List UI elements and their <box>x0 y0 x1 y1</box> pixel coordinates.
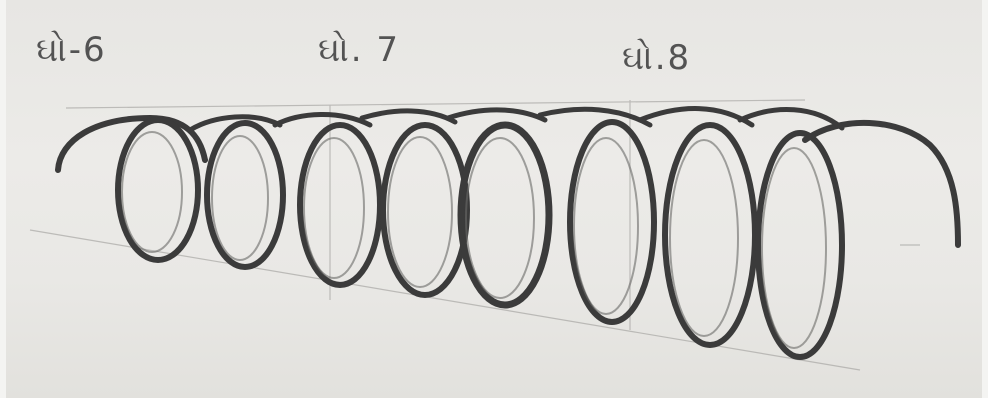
coil-link-6 <box>640 109 752 125</box>
coil-loops <box>58 109 958 357</box>
coil-loop-8 <box>758 133 842 357</box>
coil-loop-3 <box>300 125 380 285</box>
coil-loop-4 <box>383 125 467 295</box>
coil-loop-1 <box>118 120 198 260</box>
coil-loop-2 <box>207 123 283 267</box>
shading-8 <box>762 148 826 348</box>
coil-shading <box>122 132 826 348</box>
label-gho-6: ઘો-6 <box>36 30 107 70</box>
shading-2 <box>212 136 268 260</box>
coil-loop-5 <box>461 125 549 305</box>
coil-link-7 <box>740 110 842 128</box>
shading-4 <box>388 137 452 287</box>
coil-link-4 <box>448 110 545 120</box>
shading-5 <box>466 138 534 298</box>
coil-end-hook <box>805 123 958 245</box>
label-gho-8: ઘો.8 <box>622 38 691 78</box>
shading-7 <box>670 140 738 336</box>
label-gho-7: ઘો. 7 <box>318 30 400 70</box>
coil-loop-6 <box>570 122 654 322</box>
shading-3 <box>304 138 364 278</box>
coil-link-3 <box>362 111 455 122</box>
coil-start-hook <box>58 118 205 170</box>
coil-loop-7 <box>665 125 755 345</box>
coil-link-2 <box>275 114 370 125</box>
shading-1 <box>122 132 182 252</box>
coil-link-5 <box>540 109 650 125</box>
shading-6 <box>574 138 638 314</box>
